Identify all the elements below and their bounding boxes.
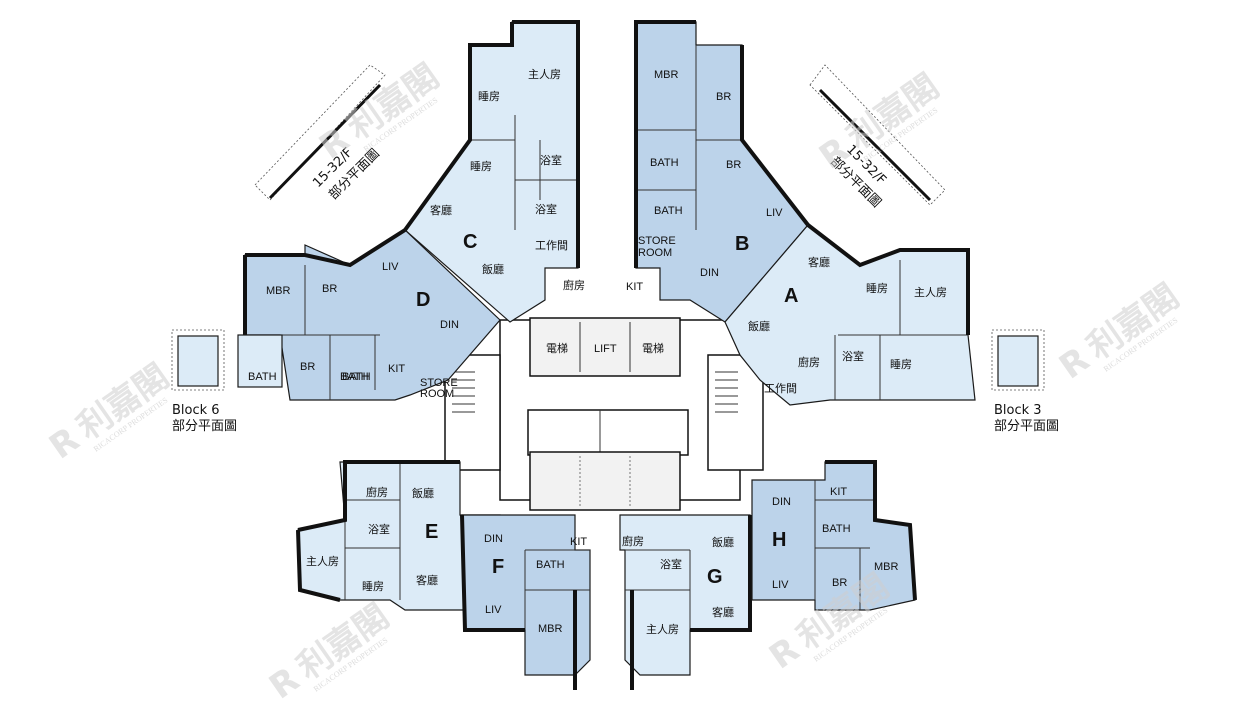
block3-name: Block 3 [994, 403, 1042, 418]
flat-h-living-label: LIV [772, 579, 789, 591]
flat-c-bath2-label: 浴室 [535, 202, 557, 216]
partial-plan-block6: BATH Block 6 部分平面圖 [171, 329, 283, 434]
block6-caption: 部分平面圖 [172, 419, 237, 434]
flat-a-dining-label: 飯廳 [748, 319, 770, 333]
flat-c: 主人房 睡房 睡房 浴室 浴室 工作間 客廳 飯廳 廚房 C [403, 20, 585, 323]
flat-b-bath1-label: BATH [650, 157, 679, 169]
flat-e-bath-label: 浴室 [368, 522, 390, 536]
flat-b-br1-label: BR [716, 91, 731, 103]
block3-caption: 部分平面圖 [994, 419, 1059, 434]
flat-b-br2-label: BR [726, 159, 741, 171]
lift-label-right: 電梯 [642, 342, 664, 355]
lift-label-left: 電梯 [546, 342, 568, 355]
flat-f-living-label: LIV [485, 604, 502, 616]
flat-e-letter: E [425, 521, 438, 543]
flat-b-letter: B [735, 233, 749, 255]
flat-a-master-label: 主人房 [914, 286, 947, 299]
flat-c-letter: C [463, 231, 477, 253]
flat-b-living-label: LIV [766, 207, 783, 219]
flat-g-bath-label: 浴室 [660, 557, 682, 571]
flat-d-store-label: STORE [420, 377, 458, 389]
flat-c-dining-label: 飯廳 [482, 262, 504, 276]
flat-c-master-label: 主人房 [528, 68, 561, 81]
flat-a-bedroom-label: 睡房 [866, 282, 888, 295]
lift-lobby-lower [529, 451, 681, 511]
watermark-2: R 利嘉閣 RICACORP PROPERTIES [812, 67, 946, 178]
flat-b-room-label: ROOM [638, 247, 672, 259]
watermark-3: R 利嘉閣 RICACORP PROPERTIES [42, 357, 176, 468]
flat-h-br-label: BR [832, 577, 847, 589]
block6-bath2-label: BATH [340, 371, 369, 383]
flat-a: 睡房 主人房 睡房 客廳 飯廳 廚房 浴室 工作間 A [724, 223, 976, 406]
flat-e-dining-label: 飯廳 [412, 486, 434, 500]
flat-f-kitchen-label: KIT [570, 536, 587, 548]
flat-h-master-label: MBR [874, 561, 899, 573]
flat-e-bedroom-label: 睡房 [362, 580, 384, 593]
flat-d-kitchen-label: KIT [388, 363, 405, 375]
flat-g-letter: G [707, 566, 723, 588]
flat-g-dining-label: 飯廳 [712, 535, 734, 549]
flat-a-utility-label: 工作間 [764, 382, 797, 395]
flat-e: 廚房 飯廳 浴室 主人房 睡房 客廳 E [296, 460, 501, 611]
flat-f-letter: F [492, 556, 504, 578]
lift-lobby-upper [529, 317, 681, 377]
stair-left-treads [452, 371, 475, 413]
flat-g-living-label: 客廳 [712, 605, 734, 619]
flat-f-bath-label: BATH [536, 559, 565, 571]
flat-a-bedroom2-label: 睡房 [890, 358, 912, 371]
lift-label-mid: LIFT [594, 343, 617, 355]
flat-e-kitchen-label: 廚房 [366, 485, 388, 499]
block6-bath1-label: BATH [248, 371, 277, 383]
flat-b-bath2-label: BATH [654, 205, 683, 217]
flat-c-bedroom1-label: 睡房 [478, 90, 500, 103]
flat-e-living-label: 客廳 [416, 573, 438, 587]
flat-a-bath-label: 浴室 [842, 349, 864, 363]
flat-b-store-label: STORE [638, 235, 676, 247]
flat-h-letter: H [772, 529, 786, 551]
flat-e-master-label: 主人房 [306, 555, 339, 568]
flat-c-kitchen-label: 廚房 [563, 278, 585, 292]
watermark-4: R 利嘉閣 RICACORP PROPERTIES [1052, 277, 1186, 388]
flat-c-utility-label: 工作間 [535, 239, 568, 252]
flat-c-bath1-label: 浴室 [540, 153, 562, 167]
block6-name: Block 6 [172, 403, 220, 418]
flat-c-bedroom2-label: 睡房 [470, 160, 492, 173]
flat-c-living-label: 客廳 [430, 203, 452, 217]
flat-f: DIN KIT BATH LIV MBR F [460, 514, 591, 690]
flat-b-dining-label: DIN [700, 267, 719, 279]
flat-f-master-label: MBR [538, 623, 563, 635]
watermark-5: R 利嘉閣 RICACORP PROPERTIES [262, 597, 396, 708]
flat-h-kitchen-label: KIT [830, 486, 847, 498]
flat-g-kitchen-label: 廚房 [622, 534, 644, 548]
flat-a-living-label: 客廳 [808, 255, 830, 269]
flat-b: MBR BR BR BATH BATH STORE ROOM LIV DIN K… [626, 20, 810, 323]
flat-d-br2-label: BR [300, 361, 315, 373]
flat-b-kitchen-label: KIT [626, 281, 643, 293]
stair-right-treads [715, 371, 738, 413]
flat-d-living-label: LIV [382, 261, 399, 273]
flat-d-bath-label: BATH [342, 371, 371, 383]
flat-a-letter: A [784, 285, 798, 307]
flat-h: DIN KIT BATH LIV BR MBR H [751, 460, 917, 611]
flat-d-letter: D [416, 289, 430, 311]
flat-f-dining-label: DIN [484, 533, 503, 545]
partial-plan-block3: Block 3 部分平面圖 [991, 329, 1059, 434]
flat-d-master-label: MBR [266, 285, 291, 297]
flat-g: 廚房 飯廳 浴室 客廳 主人房 G [619, 514, 752, 690]
flat-d-room-label: ROOM [420, 388, 454, 400]
flat-b-master-label: MBR [654, 69, 679, 81]
flat-d-br1-label: BR [322, 283, 337, 295]
central-core: 電梯 LIFT 電梯 [444, 317, 764, 511]
flat-g-master-label: 主人房 [646, 623, 679, 636]
flat-h-bath-label: BATH [822, 523, 851, 535]
flat-a-kitchen-label: 廚房 [798, 355, 820, 369]
core-service-rooms [527, 409, 689, 456]
flat-d-dining-label: DIN [440, 319, 459, 331]
flat-h-dining-label: DIN [772, 496, 791, 508]
